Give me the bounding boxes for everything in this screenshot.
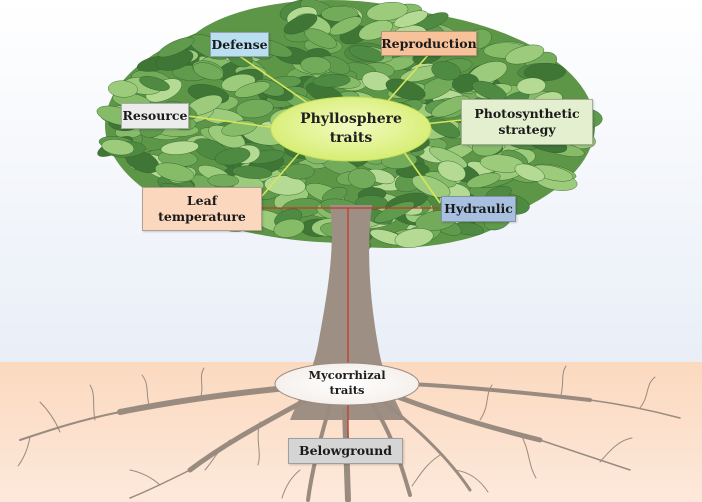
leaf xyxy=(393,10,428,28)
leaf xyxy=(214,147,251,166)
leaf xyxy=(235,99,274,119)
leaf xyxy=(139,76,170,91)
leaf xyxy=(431,61,461,81)
leaf-temperature-box: Leaf temperature xyxy=(142,187,262,231)
leaf xyxy=(160,140,199,155)
leaf xyxy=(157,37,195,58)
leaf xyxy=(366,1,409,22)
leaf xyxy=(411,175,451,198)
phyllosphere-ellipse xyxy=(270,96,432,162)
hydraulic-label: Hydraulic xyxy=(444,201,513,217)
leaf xyxy=(452,73,479,93)
leaf xyxy=(283,13,318,35)
leaf xyxy=(329,16,363,36)
leaf xyxy=(300,56,331,74)
leaf xyxy=(385,78,426,101)
phyllosphere-traits-label: Phyllosphere traits xyxy=(300,111,402,146)
leaf xyxy=(108,80,138,98)
leaf xyxy=(516,77,546,95)
resource-box: Resource xyxy=(121,103,189,129)
belowground-label: Belowground xyxy=(299,443,392,459)
leaf xyxy=(304,28,337,49)
mycorrhizal-ellipse xyxy=(274,362,420,406)
belowground-box: Belowground xyxy=(288,438,403,464)
leaf xyxy=(431,95,470,118)
leaf xyxy=(505,44,545,65)
reproduction-label: Reproduction xyxy=(381,35,477,51)
leaf xyxy=(193,62,224,81)
resource-label: Resource xyxy=(122,108,188,124)
leaf xyxy=(514,163,545,182)
leaf xyxy=(232,165,273,179)
leaf xyxy=(273,218,305,238)
leaf xyxy=(312,74,351,88)
leaf xyxy=(234,81,271,98)
photosynthetic-strategy-label: Photosynthetic strategy xyxy=(474,106,580,137)
reproduction-box: Reproduction xyxy=(381,31,477,56)
leaf xyxy=(349,45,384,62)
leaf xyxy=(472,80,507,101)
leaf xyxy=(394,228,434,248)
leaf xyxy=(437,160,466,182)
leaf xyxy=(523,62,566,82)
leaf xyxy=(101,139,135,156)
leaf xyxy=(207,174,239,188)
defense-box: Defense xyxy=(210,32,269,57)
leaf xyxy=(347,168,376,189)
photosynthetic-strategy-box: Photosynthetic strategy xyxy=(461,99,593,145)
leaf xyxy=(284,163,315,180)
mycorrhizal-traits-label: Mycorrhizal traits xyxy=(308,368,386,397)
leaf xyxy=(466,172,501,189)
leaf xyxy=(155,162,195,182)
defense-label: Defense xyxy=(211,36,268,52)
leaf xyxy=(374,201,415,223)
leaf-temperature-label: Leaf temperature xyxy=(158,193,246,224)
connectors-red xyxy=(262,207,440,440)
roots xyxy=(17,365,681,502)
hydraulic-box: Hydraulic xyxy=(441,196,516,222)
